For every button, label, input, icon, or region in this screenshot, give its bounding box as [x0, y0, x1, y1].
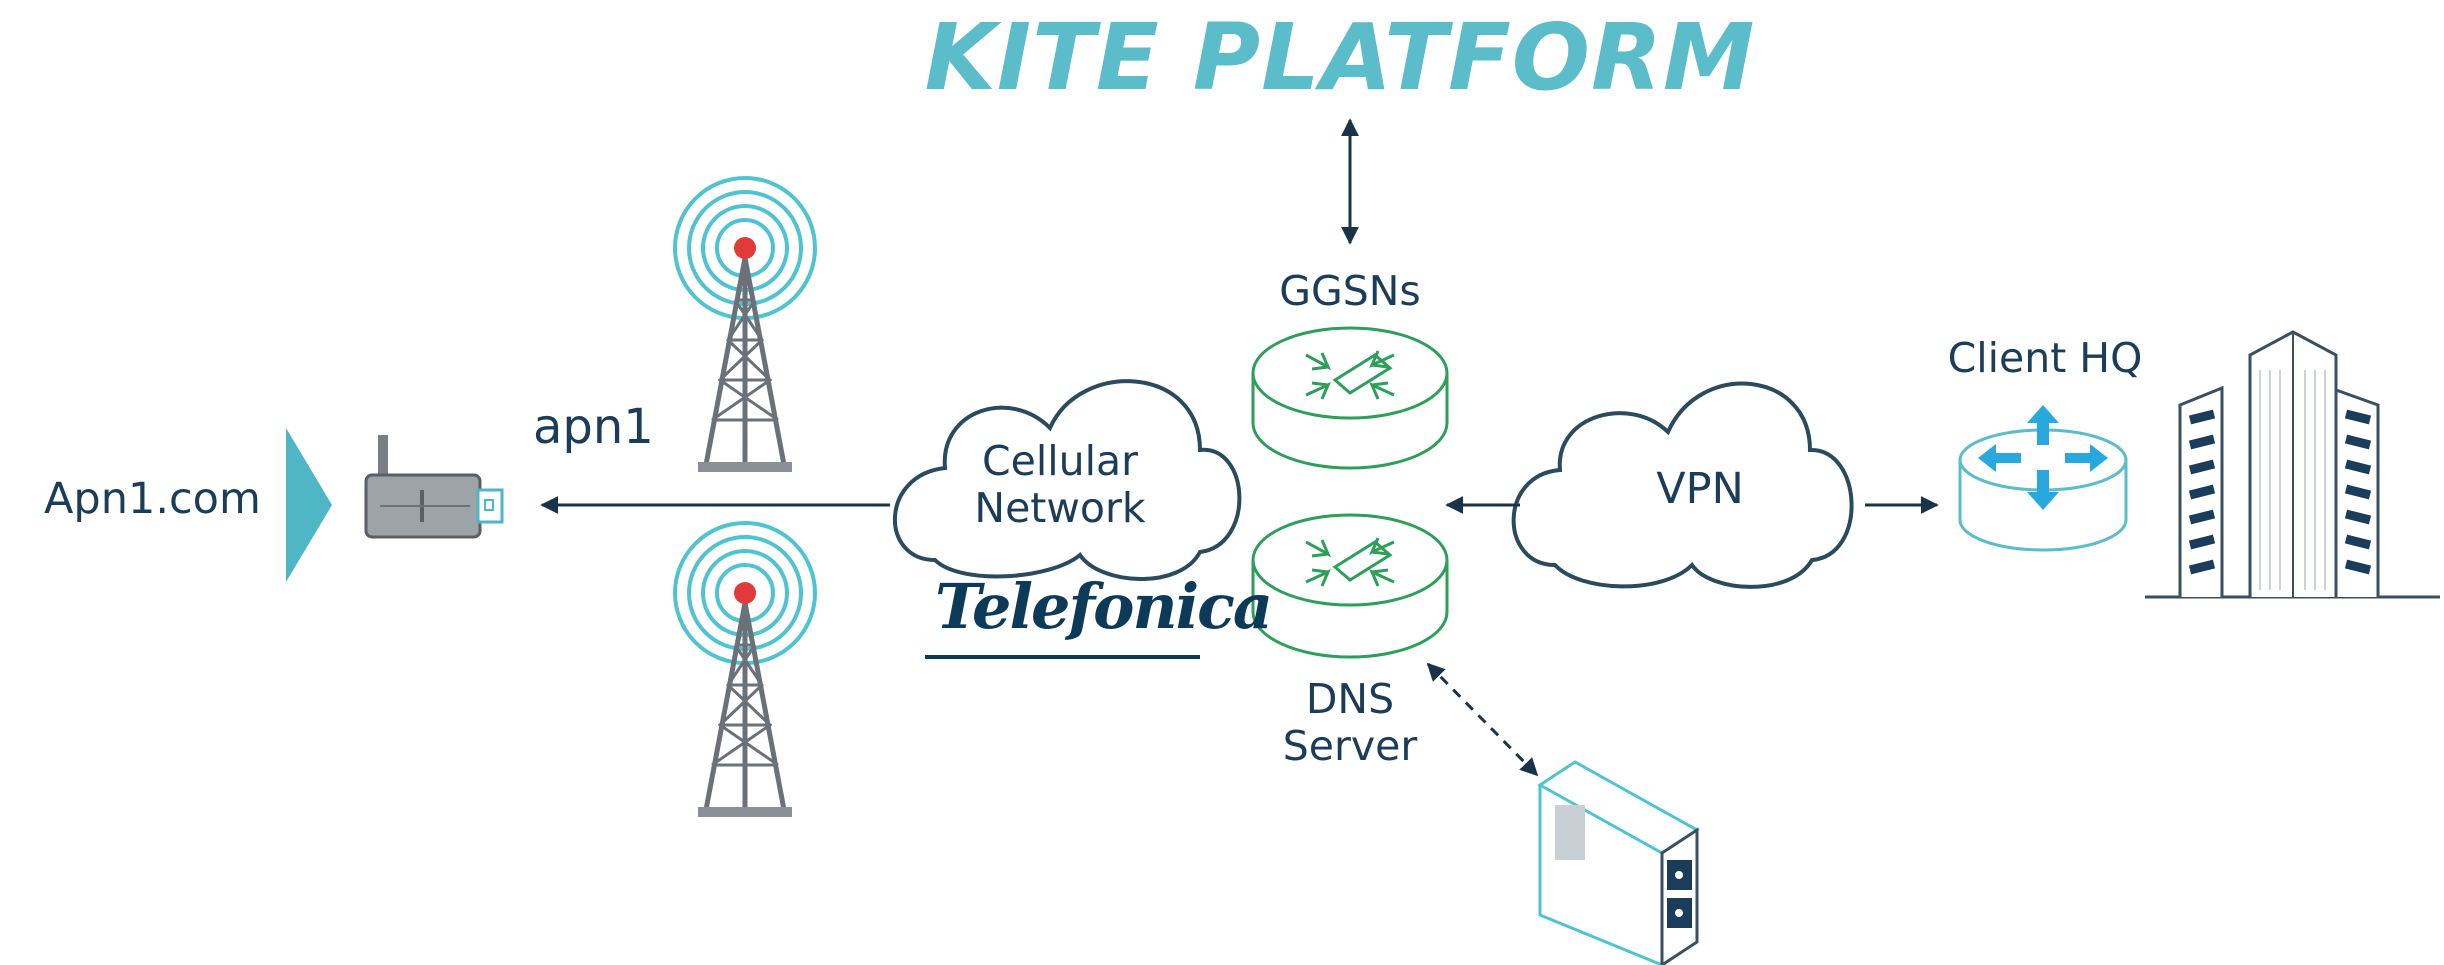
cell-tower-icon	[673, 176, 817, 472]
router-icon	[1251, 513, 1449, 659]
cloud-icon	[892, 379, 1242, 581]
telefonica-logo: Telefonica	[935, 570, 1273, 643]
router-icon	[1958, 405, 2128, 552]
cell-tower-icon	[673, 521, 817, 817]
ggsns-label: GGSNs	[1279, 267, 1421, 315]
apn-domain-label: Apn1.com	[44, 474, 261, 524]
vpn-label: VPN	[1656, 464, 1744, 514]
usb-modem-icon	[364, 435, 504, 539]
building-icon	[2145, 330, 2440, 599]
dns-label-line2: Server	[1282, 722, 1418, 771]
router-icon	[1251, 326, 1449, 470]
cellular-label-line1: Cellular	[982, 437, 1138, 485]
server-icon	[1537, 760, 1700, 965]
chevron-arrow-icon	[286, 428, 332, 582]
diagram-title: KITE PLATFORM	[924, 4, 1756, 111]
cloud-icon	[1511, 381, 1854, 589]
client-hq-label: Client HQ	[1947, 334, 2143, 382]
cellular-label-line2: Network	[974, 484, 1146, 533]
apn-label: apn1	[533, 399, 654, 455]
cellular-network-label: Cellular Network	[940, 437, 1180, 533]
dns-server-label: DNS Server	[1260, 675, 1440, 771]
dns-label-line1: DNS	[1305, 675, 1395, 723]
